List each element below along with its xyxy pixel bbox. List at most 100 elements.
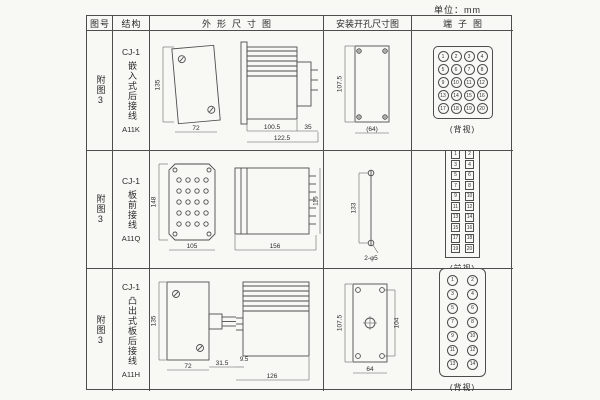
dim-width: 64 [352, 366, 387, 374]
mounting-drawing: 133 2-φ5 [350, 169, 378, 262]
stud [208, 313, 236, 330]
dim-label: 148 [151, 196, 158, 207]
side-view [235, 281, 309, 357]
dim-height: 148 [151, 163, 168, 240]
outline-drawing: 135 72 [154, 41, 318, 142]
dim-overall: 122.5 [246, 131, 318, 142]
terminal-number: 2 [465, 151, 474, 159]
terminal-number: 20 [476, 103, 488, 114]
terminal-number: 20 [465, 244, 474, 254]
mounting-drawing: 107.5 104 64 [336, 283, 400, 374]
fig-no-cell: 附图3 [87, 31, 113, 151]
terminal-number: 2 [467, 274, 478, 286]
terminal-number: 10 [465, 191, 474, 201]
terminal-number: 10 [467, 330, 478, 342]
dim-width: 72 [166, 363, 209, 371]
terminal-number: 8 [465, 181, 474, 191]
terminal-number: 17 [437, 103, 449, 114]
mounting-cell: 107.5 (64) [324, 31, 412, 151]
terminal-number: 16 [465, 223, 474, 233]
terminal-number: 6 [467, 302, 478, 314]
view-label: (背视) [449, 125, 476, 134]
front-view [166, 281, 209, 361]
header-terminal-diagram: 端子图 [412, 16, 513, 31]
mounting-cell: 107.5 104 64 [324, 269, 412, 391]
spec-table: 图号 结构 外形尺寸图 安装开孔尺寸图 端子图 附图3 CJ-1 嵌入式后接线 … [86, 15, 513, 391]
terminal-dots [175, 176, 209, 227]
terminal-number: 3 [463, 51, 475, 62]
outline-cell: 148 105 156 [150, 151, 324, 269]
terminal-number: 13 [451, 212, 460, 222]
dim-label: 107.5 [336, 314, 343, 331]
dim-depth: 156 [234, 234, 316, 250]
terminal-number: 9 [437, 77, 449, 88]
dim-height: 107.5 [336, 283, 352, 363]
terminal-number: 1 [451, 151, 460, 159]
dim-spacing: 104 [384, 289, 400, 357]
dim-label: 122.5 [273, 135, 290, 142]
fig-no-cell: 附图3 [87, 151, 113, 269]
dim-height: 135 [151, 281, 166, 361]
type-code: A11K [122, 125, 140, 134]
header-outline-dims: 外形尺寸图 [150, 16, 324, 31]
terminal-number: 4 [476, 51, 488, 62]
model-label: CJ-1 [122, 47, 140, 57]
terminal-number: 7 [447, 316, 458, 328]
structure-desc: 凸出式板后接线 [126, 295, 137, 366]
dim-label: 2-φ5 [364, 255, 378, 262]
terminal-number: 12 [465, 202, 474, 212]
fig-no: 附图3 [95, 75, 106, 106]
dim-label: 100.5 [263, 124, 280, 131]
structure-desc: 嵌入式后接线 [126, 61, 137, 121]
dim-height: 135 [154, 46, 174, 122]
dim-label: 9.5 [239, 357, 248, 363]
mounting-holes [355, 47, 388, 120]
terminal-number: 2 [450, 51, 462, 62]
terminal-number: 11 [447, 344, 458, 356]
header-mounting-dims: 安装开孔尺寸图 [324, 16, 412, 31]
structure-cell: CJ-1 嵌入式后接线 A11K [113, 31, 150, 151]
dim-label: 104 [393, 317, 400, 328]
dim-label: 133 [350, 202, 357, 213]
header-structure: 结构 [113, 16, 150, 31]
terminal-number: 12 [467, 344, 478, 356]
terminal-number: 9 [451, 191, 460, 201]
terminal-number: 15 [451, 223, 460, 233]
unit-label: 单位：mm [434, 5, 481, 15]
dim-flange: 35 [296, 124, 318, 131]
mounting-holes [354, 287, 385, 359]
terminal-number: 7 [451, 181, 460, 191]
structure-cell: CJ-1 凸出式板后接线 A11H [113, 269, 150, 391]
dim-pin: 9.5 [235, 357, 248, 368]
terminal-number: 8 [467, 316, 478, 328]
terminal-number: 8 [476, 64, 488, 75]
header-fig-no: 图号 [87, 16, 113, 31]
front-view [168, 163, 215, 240]
dim-label: 105 [186, 243, 197, 250]
dim-depth: 126 [235, 357, 309, 381]
type-code: A11Q [121, 234, 141, 243]
terminal-number: 14 [450, 90, 462, 101]
fig-no: 附图3 [95, 314, 106, 346]
terminal-number: 4 [465, 160, 474, 170]
terminal-number: 9 [447, 330, 458, 342]
terminal-number: 19 [463, 103, 475, 114]
view-label: (背视) [449, 382, 476, 392]
terminal-number: 4 [467, 288, 478, 300]
structure-desc: 板前接线 [126, 190, 137, 230]
dim-label: 72 [192, 125, 200, 132]
dim-width: 72 [174, 125, 217, 132]
hole-note: 2-φ5 [364, 244, 378, 262]
dim-width: 105 [168, 243, 215, 250]
outline-drawing: 135 72 [151, 281, 309, 381]
terminal-number: 5 [437, 64, 449, 75]
dim-spacing: 133 [350, 172, 368, 243]
terminal-number: 16 [476, 90, 488, 101]
dim-depth: 100.5 [246, 119, 297, 131]
terminal-number: 15 [463, 90, 475, 101]
dim-label: 72 [184, 363, 192, 370]
side-view [240, 41, 318, 124]
